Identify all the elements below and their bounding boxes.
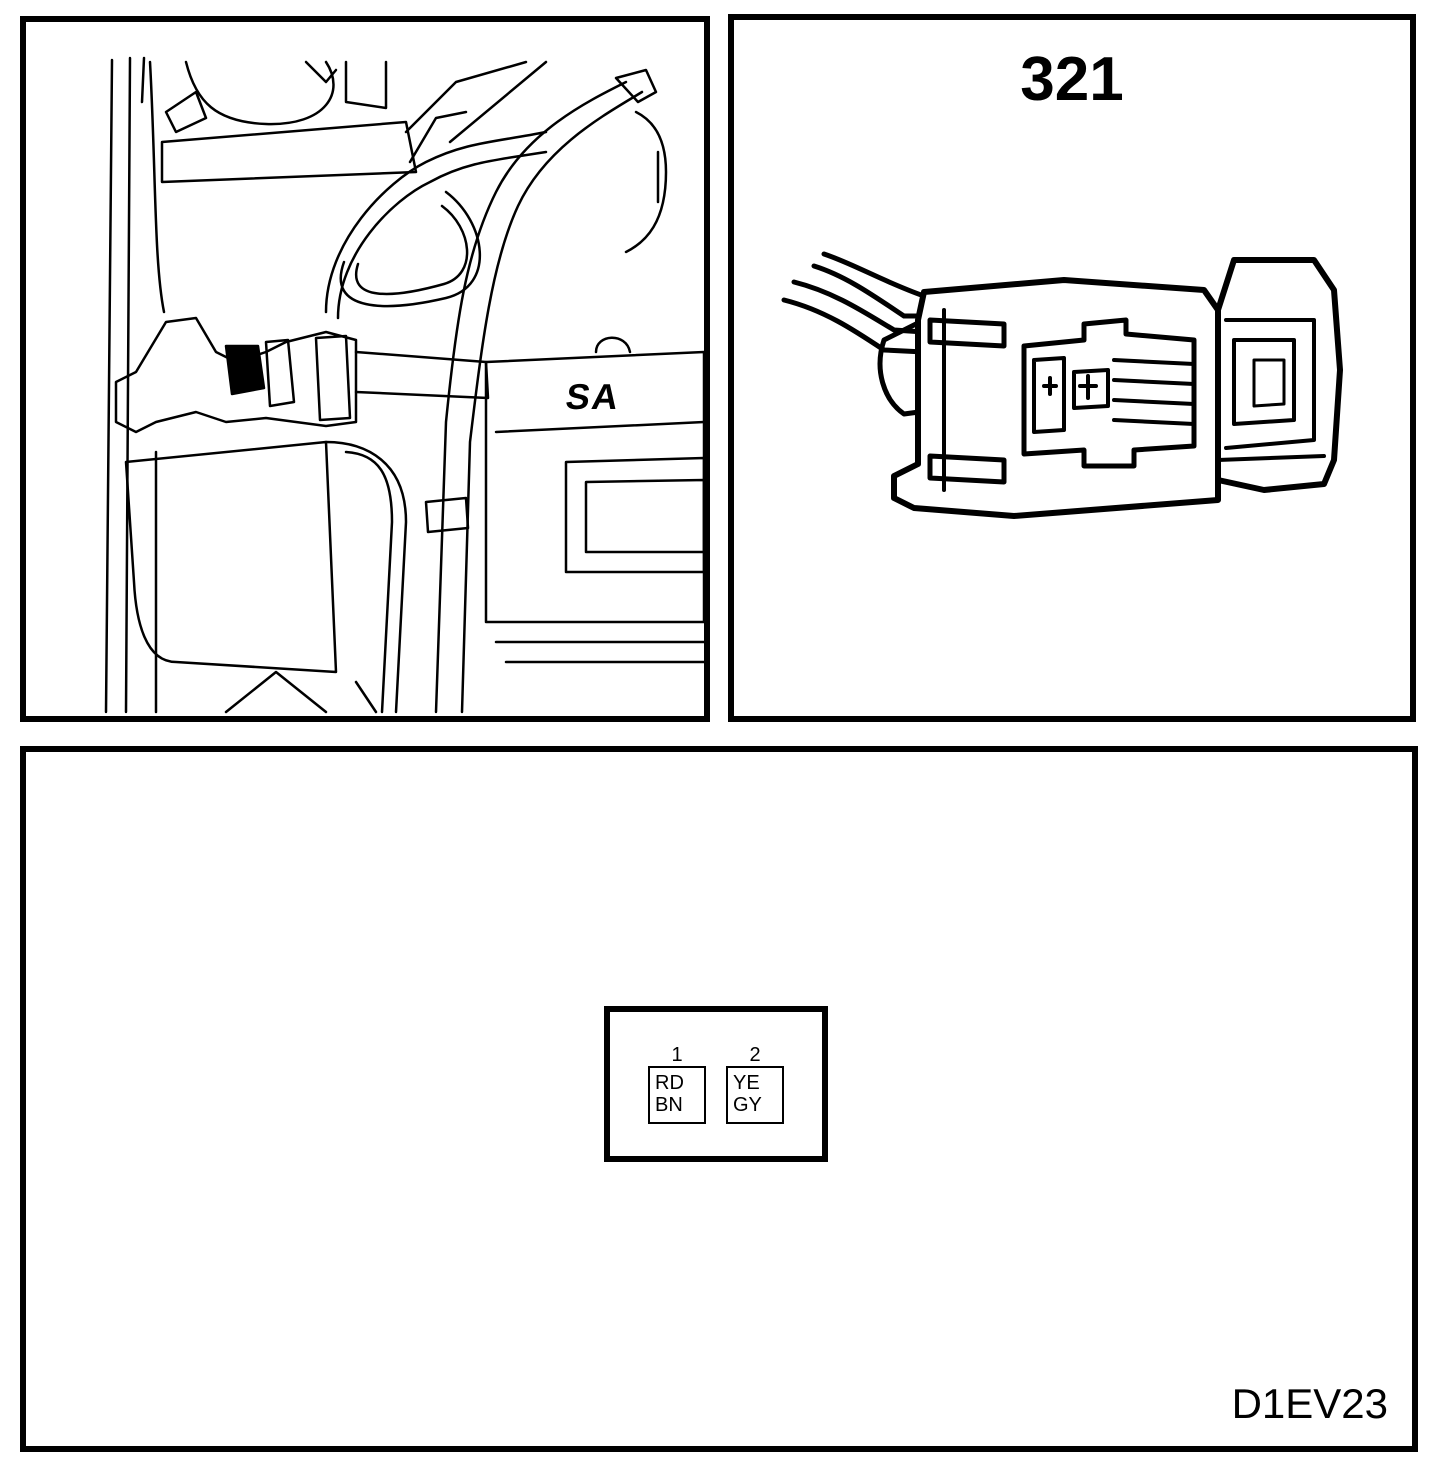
pinout-panel: 1 RD BN 2 YE GY D1EV23 — [20, 746, 1418, 1452]
location-illustration-panel: SA — [20, 16, 710, 722]
pin-2-color-1: YE — [733, 1072, 760, 1094]
connector-pinout: 1 RD BN 2 YE GY — [604, 1006, 828, 1162]
connector-drawing — [781, 251, 1343, 519]
pin-2-number: 2 — [749, 1044, 761, 1066]
engine-badge-text: SA — [563, 376, 623, 417]
engine-bay-drawing — [104, 56, 704, 714]
pin-1-color-2: BN — [655, 1094, 683, 1116]
pin-1: 1 RD BN — [648, 1044, 706, 1124]
connector-illustration-panel: 321 — [728, 14, 1416, 722]
pin-1-color-1: RD — [655, 1072, 684, 1094]
pin-2-color-2: GY — [733, 1094, 762, 1116]
pin-2: 2 YE GY — [726, 1044, 784, 1124]
pin-1-number: 1 — [671, 1044, 683, 1066]
figure-code: D1EV23 — [1231, 1380, 1388, 1427]
connector-number: 321 — [1020, 45, 1124, 114]
